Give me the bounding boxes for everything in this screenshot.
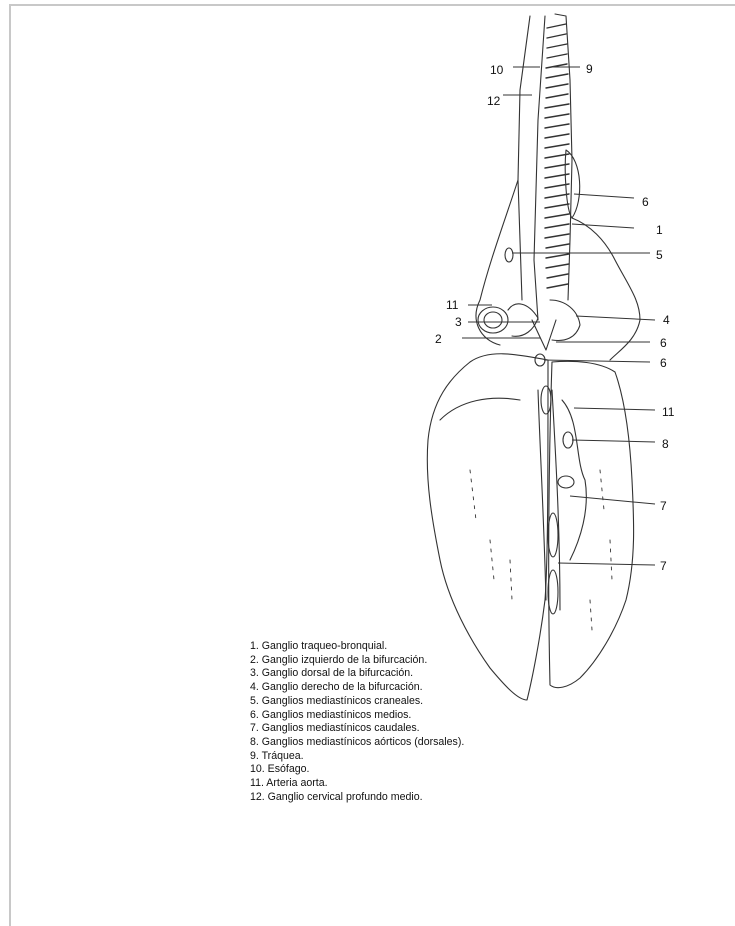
callout-5: 5	[656, 248, 663, 262]
ganglion-caudal-1	[558, 476, 574, 488]
legend-item: 6. Ganglios mediastínicos medios.	[250, 709, 464, 723]
legend-item: 1. Ganglio traqueo-bronquial.	[250, 640, 464, 654]
ganglion-aortico-1	[541, 386, 551, 414]
right-lung-lobe	[549, 361, 634, 687]
aorta-arch-outer	[478, 307, 508, 333]
callout-10: 10	[490, 63, 504, 77]
descending-aorta-left	[538, 390, 546, 600]
callout-2: 2	[435, 332, 442, 346]
legend-item: 10. Esófago.	[250, 763, 464, 777]
callout-6-low: 6	[660, 356, 667, 370]
legend-item: 3. Ganglio dorsal de la bifurcación.	[250, 667, 464, 681]
legend-item: 11. Arteria aorta.	[250, 777, 464, 791]
left-lung-fold	[440, 398, 520, 420]
bifurcation-left	[508, 304, 538, 336]
ganglion-caudal-2	[548, 513, 558, 557]
callout-6-mid: 6	[660, 336, 667, 350]
aorta-arch-inner	[484, 312, 502, 328]
legend-item: 8. Ganglios mediastínicos aórticos (dors…	[250, 736, 464, 750]
legend-item: 9. Tráquea.	[250, 750, 464, 764]
mediastinum-left	[476, 180, 518, 345]
callout-7-upper: 7	[660, 499, 667, 513]
ganglion-craneal	[505, 248, 513, 262]
legend-item: 2. Ganglio izquierdo de la bifurcación.	[250, 654, 464, 668]
esophagus-outline	[518, 16, 530, 300]
legend-item: 12. Ganglio cervical profundo medio.	[250, 791, 464, 805]
trachea-outline	[555, 14, 572, 300]
descending-aorta-right	[552, 390, 560, 610]
legend-item: 5. Ganglios mediastínicos craneales.	[250, 695, 464, 709]
lung-shading	[470, 470, 612, 630]
callout-11-left: 11	[446, 298, 459, 312]
bifurcation-right	[550, 300, 580, 340]
callout-8: 8	[662, 437, 669, 451]
callout-7-lower: 7	[660, 559, 667, 573]
ganglion-aortico-2	[563, 432, 573, 448]
callout-9: 9	[586, 62, 593, 76]
callout-3: 3	[455, 315, 462, 329]
callout-6-top: 6	[642, 195, 649, 209]
mediastinum-right	[572, 218, 640, 360]
callout-11-right: 11	[662, 405, 675, 419]
callout-4: 4	[663, 313, 670, 327]
legend-item: 4. Ganglio derecho de la bifurcación.	[250, 681, 464, 695]
ganglion-caudal-3	[548, 570, 558, 614]
ganglion-medio-mid	[535, 354, 545, 366]
leader-lines	[462, 67, 655, 565]
figure-legend: 1. Ganglio traqueo-bronquial. 2. Ganglio…	[250, 640, 464, 804]
callout-1: 1	[656, 223, 663, 237]
esophagus-inner	[534, 16, 545, 320]
legend-item: 7. Ganglios mediastínicos caudales.	[250, 722, 464, 736]
callout-12: 12	[487, 94, 501, 108]
